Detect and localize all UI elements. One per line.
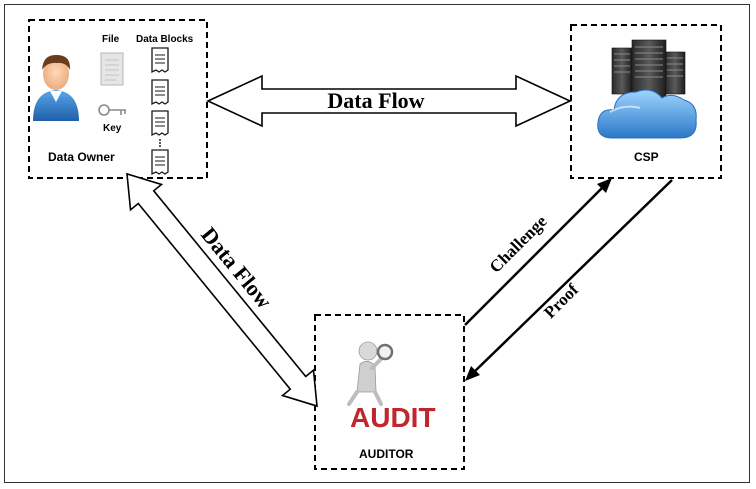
data-flow-arrow-owner-csp: Data Flow [206, 74, 572, 128]
csp-label: CSP [634, 150, 659, 164]
challenge-label: Challenge [486, 211, 551, 276]
auditor-box [314, 314, 465, 470]
auditor-node: AUDIT AUDITOR [314, 314, 465, 470]
file-icon [100, 52, 124, 86]
data-flow-arrow-owner-auditor: Data Flow [126, 172, 318, 408]
auditor-label: AUDITOR [359, 447, 414, 461]
data-blocks-label: Data Blocks [136, 34, 194, 45]
proof-arrow: Proof [465, 179, 673, 381]
key-icon [98, 104, 126, 116]
audit-logo-text: AUDIT [350, 402, 436, 433]
data-owner-box [28, 19, 208, 179]
csp-box [570, 24, 722, 179]
cloud-icon [597, 89, 697, 139]
data-owner-node: File Data Blocks Key Data Owner [28, 19, 208, 179]
data-blocks-icon [151, 47, 169, 176]
file-label: File [102, 34, 120, 45]
magnifier-person-icon [347, 341, 394, 406]
csp-node: CSP [570, 24, 722, 179]
diagram-frame [4, 4, 750, 483]
proof-label: Proof [540, 280, 582, 322]
data-owner-label: Data Owner [48, 150, 115, 164]
data-flow-label-horizontal: Data Flow [327, 88, 424, 113]
person-icon [33, 54, 79, 121]
data-blocks-ellipsis [159, 139, 161, 147]
key-label: Key [103, 123, 122, 134]
challenge-arrow: Challenge [464, 178, 612, 326]
